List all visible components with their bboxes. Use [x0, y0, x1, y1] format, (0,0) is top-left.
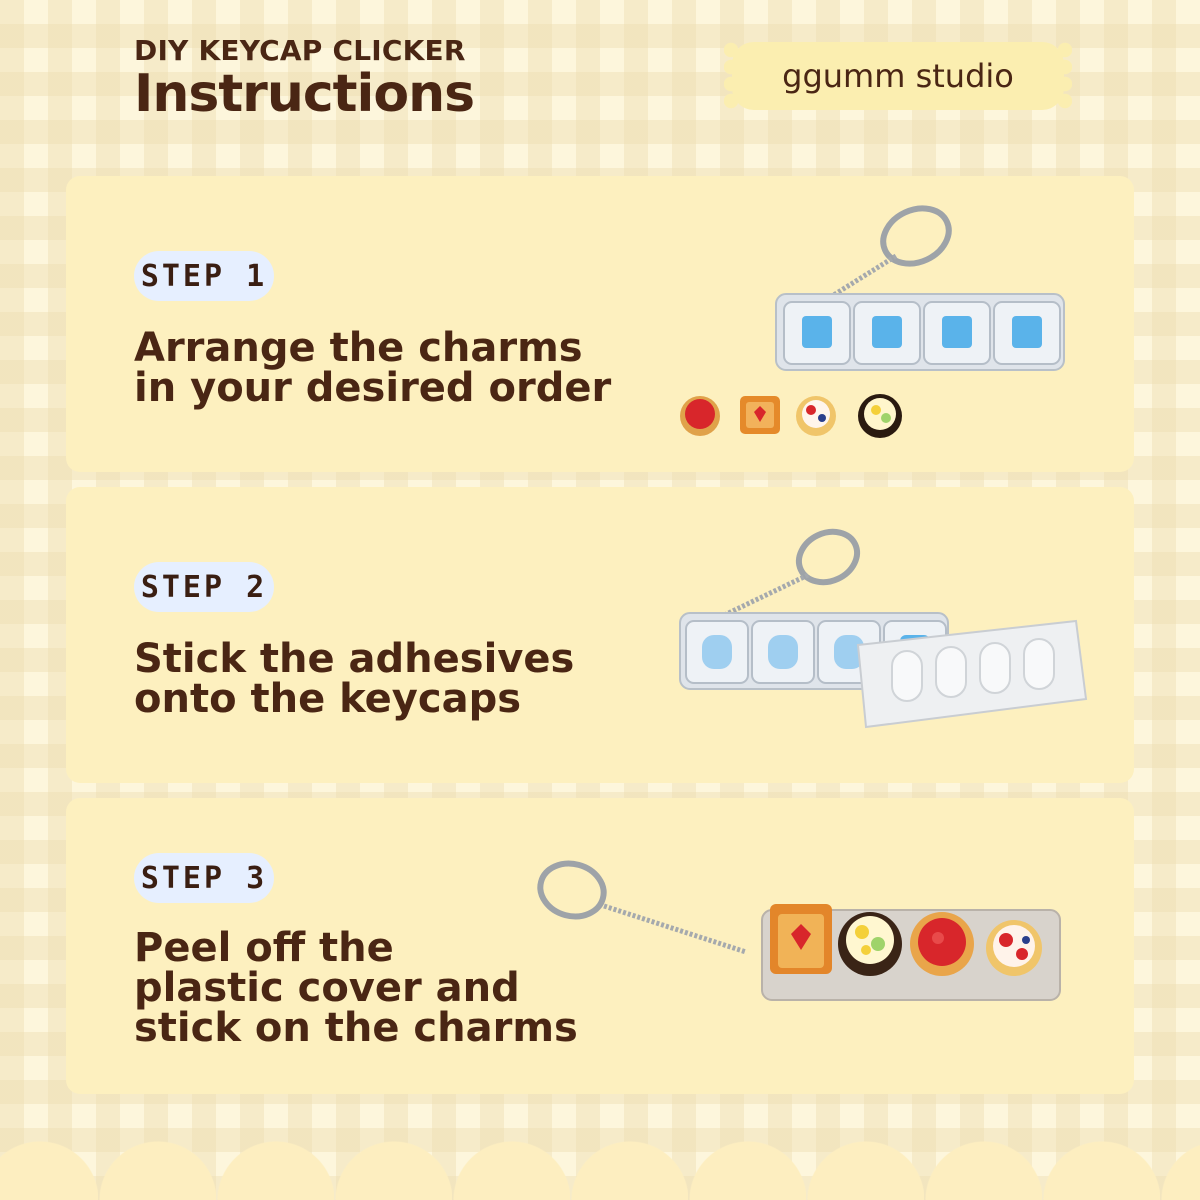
step-2-line: Stick the adhesives [134, 636, 575, 682]
finished-clicker-image [537, 860, 1061, 1001]
step-3-badge: STEP 3 [134, 853, 274, 903]
step-3-text: Peel off the plastic cover and stick on … [134, 928, 654, 1048]
step-2-text: Stick the adhesives onto the keycaps [134, 639, 654, 719]
step-1-line: Arrange the charms [134, 325, 583, 371]
step-3-line: plastic cover and [134, 965, 520, 1011]
step-1-badge: STEP 1 [134, 251, 274, 301]
step-1-text: Arrange the charms in your desired order [134, 328, 654, 408]
step-2-card: STEP 2 Stick the adhesives onto the keyc… [66, 487, 1134, 783]
brand-logo: ggumm studio [724, 42, 1072, 110]
step-3-card: STEP 3 Peel off the plastic cover and st… [66, 798, 1134, 1094]
step-3-line: stick on the charms [134, 1005, 578, 1051]
subtitle: DIY KEYCAP CLICKER [134, 34, 466, 67]
brand-name: ggumm studio [782, 57, 1014, 95]
header: DIY KEYCAP CLICKER Instructions ggumm st… [134, 34, 1134, 154]
step-2-line: onto the keycaps [134, 676, 522, 722]
step-1-line: in your desired order [134, 365, 612, 411]
keycap-clicker-image [680, 205, 1065, 438]
step-1-card: STEP 1 Arrange the charms in your desire… [66, 176, 1134, 472]
step-3-line: Peel off the [134, 925, 394, 971]
step-2-badge: STEP 2 [134, 562, 274, 612]
page-title: Instructions [134, 64, 475, 124]
scalloped-border [0, 1140, 1200, 1200]
adhesive-keycap-image [679, 528, 1088, 729]
